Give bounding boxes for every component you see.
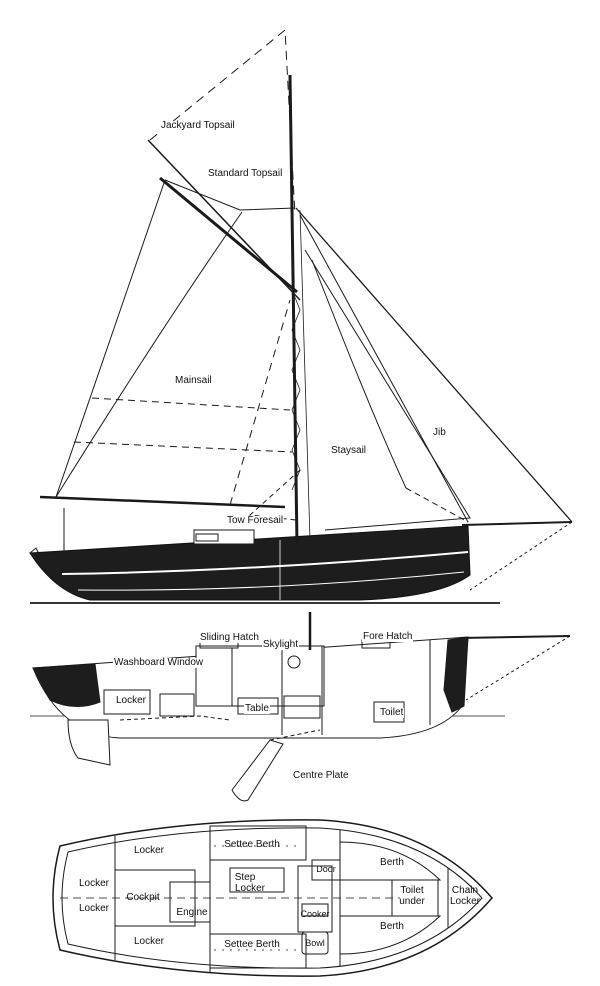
- label-engine: Engine: [176, 907, 208, 918]
- label-cooker: Cooker: [300, 909, 330, 919]
- profile-table: [237, 697, 279, 715]
- centre-plate: [231, 739, 284, 802]
- plan-bowl: [301, 931, 329, 955]
- jib-foot: [405, 487, 469, 523]
- profile-rudder: [67, 719, 111, 766]
- label-berth-top: Berth: [380, 857, 404, 868]
- label-stern-locker-top: Locker: [78, 878, 110, 889]
- profile-cockpit-sole: [119, 715, 231, 721]
- plan-cooker: [301, 903, 329, 917]
- staysail: [304, 249, 471, 531]
- label-step-locker: Locker: [234, 883, 266, 894]
- profile-galley: [283, 695, 321, 719]
- label-table: Table: [244, 703, 270, 714]
- sheer-stripe: [61, 551, 469, 575]
- label-chain-locker: Locker: [449, 896, 481, 907]
- label-toilet-plan: Toilet: [400, 885, 424, 896]
- mainsail-reef-2: [73, 441, 293, 453]
- label-step: Step: [234, 872, 256, 883]
- label-jackyard-topsail: Jackyard Topsail: [160, 120, 236, 131]
- profile-lamp: [287, 655, 301, 669]
- label-settee-berth-top: Settee Berth: [224, 839, 280, 850]
- profile-cabin: [195, 645, 325, 707]
- mast-shroud: [299, 209, 311, 541]
- label-toilet-under: under: [399, 896, 425, 907]
- rudder: [29, 547, 41, 557]
- label-tow-foresail: Tow Foresail: [226, 515, 285, 526]
- skylight-profile: [195, 533, 219, 542]
- step-locker: [229, 867, 285, 893]
- settee-berth-top: [209, 825, 307, 861]
- profile-bobstay: [465, 635, 571, 701]
- settee-berth-bottom: [209, 933, 307, 969]
- label-sliding-hatch: Sliding Hatch: [199, 632, 260, 643]
- label-toilet: Toilet: [379, 707, 405, 718]
- sail-plan: [29, 28, 573, 604]
- profile-bowsprit: [459, 635, 571, 639]
- label-staysail: Staysail: [330, 445, 368, 456]
- label-door: Door: [316, 864, 336, 874]
- mainsail-outline: [55, 179, 166, 498]
- topping-lift: [229, 299, 291, 506]
- profile-engine: [159, 693, 195, 717]
- label-washboard-window: Washboard Window: [113, 657, 205, 668]
- tow-foresail: [248, 469, 301, 521]
- label-settee-berth-bottom: Settee Berth: [224, 939, 280, 950]
- label-chain: Chain: [451, 885, 479, 896]
- centre-plate-pivot: [269, 729, 321, 741]
- label-cockpit-locker-top: Locker: [133, 845, 165, 856]
- forestay: [295, 207, 573, 523]
- topsail-yard: [147, 139, 301, 301]
- label-standard-topsail: Standard Topsail: [207, 168, 284, 179]
- bow-section-fill: [443, 636, 469, 713]
- label-centre-plate: Centre Plate: [292, 770, 350, 781]
- accommodation-plan: [52, 819, 493, 977]
- boom: [39, 495, 286, 509]
- jib: [299, 214, 469, 523]
- label-bowl: Bowl: [305, 938, 325, 948]
- label-skylight: Skylight: [262, 639, 300, 650]
- label-cockpit-locker-bottom: Locker: [133, 936, 165, 947]
- staysail-leech: [311, 259, 407, 489]
- bobstay: [469, 521, 573, 591]
- stern-section-fill: [32, 663, 101, 707]
- label-berth-bottom: Berth: [380, 921, 404, 932]
- mainsail-reef-1: [91, 397, 291, 411]
- berth-bottom: [339, 915, 442, 955]
- label-locker: Locker: [115, 695, 148, 706]
- profile-stern-locker: [103, 689, 151, 715]
- boot-stripe: [77, 571, 465, 591]
- label-stern-locker-bottom: Locker: [78, 903, 110, 914]
- plan-toilet: [391, 879, 439, 917]
- label-fore-hatch: Fore Hatch: [362, 631, 414, 642]
- label-cockpit: Cockpit: [126, 892, 160, 903]
- mast-rigging: [291, 289, 301, 491]
- mast: [288, 74, 299, 545]
- mainsail-leech: [55, 211, 243, 498]
- bowsprit: [461, 521, 573, 526]
- plan-hull-inner: [61, 827, 483, 969]
- label-mainsail: Mainsail: [174, 375, 213, 386]
- standard-topsail: [164, 179, 296, 211]
- label-jib: Jib: [432, 427, 447, 438]
